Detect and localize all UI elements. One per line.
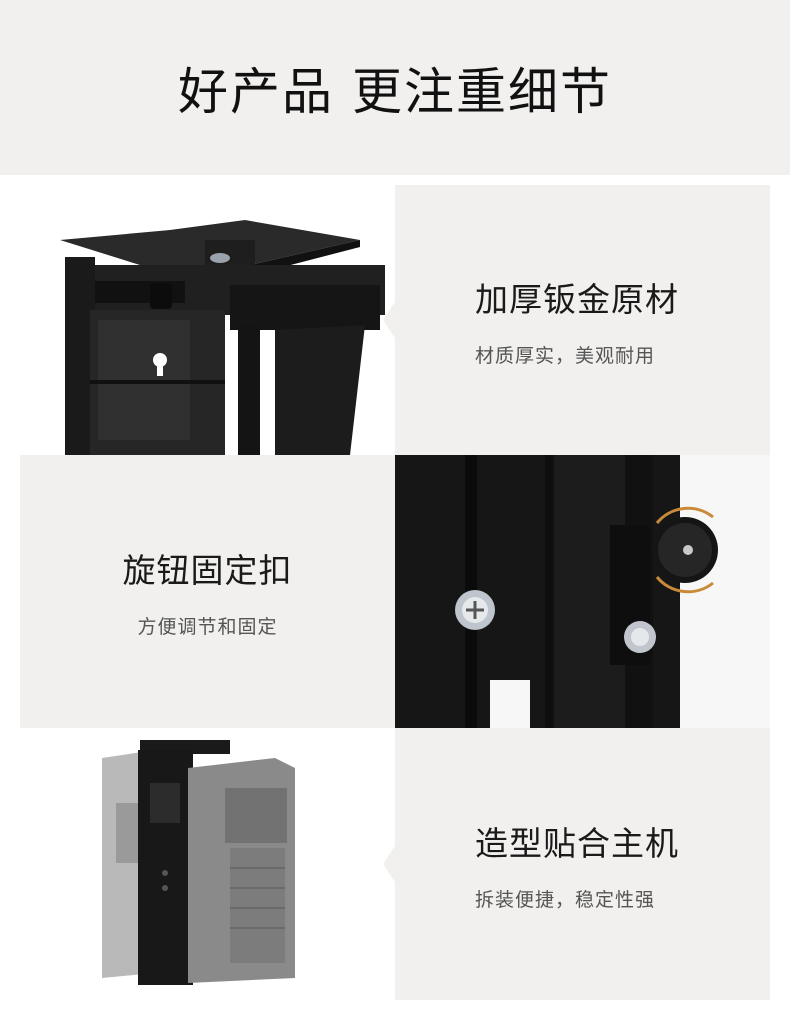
feature-title: 造型贴合主机 [475,823,679,863]
page-header: 好产品 更注重细节 [0,0,790,175]
feature-row-fit: 造型贴合主机 拆装便捷，稳定性强 [20,728,770,1000]
pointer-arrow [383,302,395,338]
feature-subtitle: 材质厚实，美观耐用 [475,344,656,367]
page-title: 好产品 更注重细节 [178,62,612,121]
feature-text-material: 加厚钣金原材 材质厚实，美观耐用 [383,185,770,455]
feature-row-knob: 旋钮固定扣 方便调节和固定 [20,455,770,728]
bracket-top-image [20,185,395,455]
feature-subtitle: 拆装便捷，稳定性强 [475,888,656,911]
pc-case-holder-image [20,728,395,1000]
feature-row-material: 加厚钣金原材 材质厚实，美观耐用 [20,185,770,455]
pointer-arrow [383,846,395,882]
feature-title: 加厚钣金原材 [475,279,679,319]
feature-subtitle: 方便调节和固定 [137,616,278,638]
feature-title: 旋钮固定扣 [122,551,293,590]
knob-closeup-image [395,455,770,728]
feature-text-fit: 造型贴合主机 拆装便捷，稳定性强 [383,728,770,1000]
feature-text-knob: 旋钮固定扣 方便调节和固定 [20,455,407,728]
